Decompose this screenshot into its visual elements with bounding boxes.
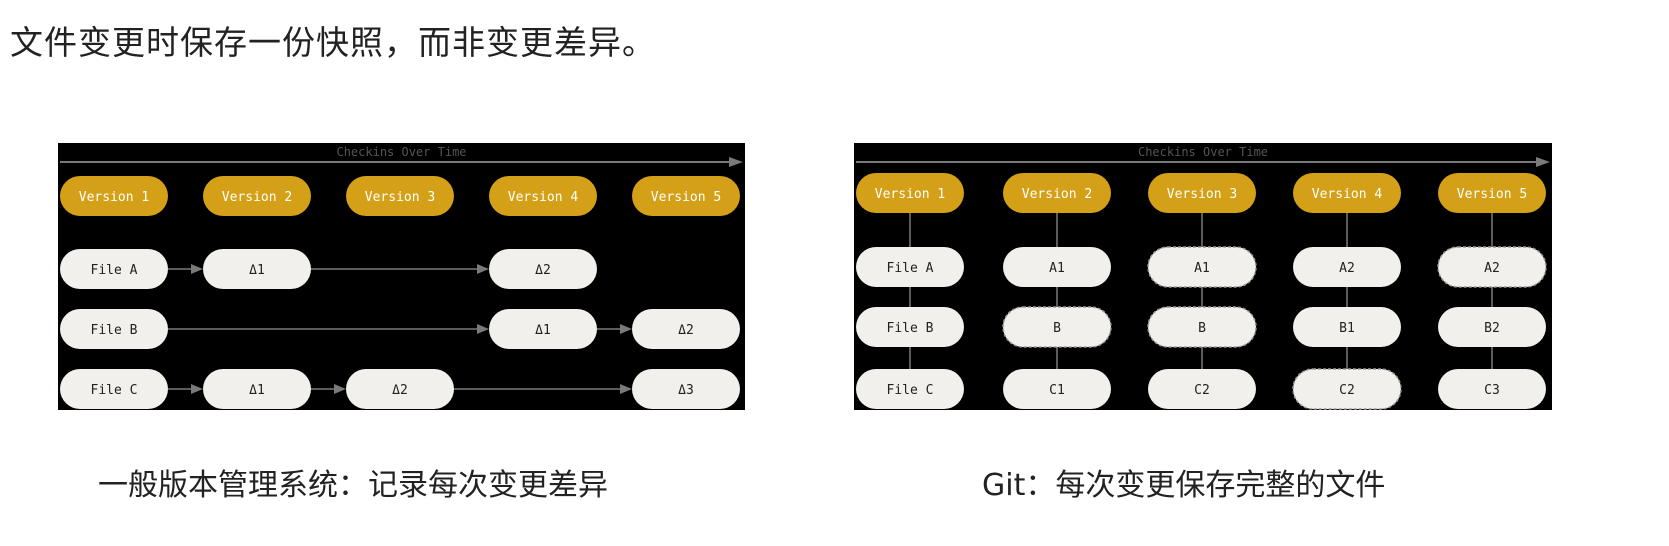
file-node-label: File C — [887, 383, 934, 398]
file-reference-node — [1147, 306, 1257, 348]
arrow-head-icon — [191, 384, 203, 394]
file-node — [856, 307, 964, 347]
file-node-label: A2 — [1339, 261, 1355, 276]
file-node — [203, 369, 311, 409]
file-node-label: Δ3 — [678, 383, 694, 398]
file-node-label: C1 — [1049, 383, 1065, 398]
file-reference-node — [1292, 368, 1402, 410]
file-reference-node — [1437, 246, 1547, 288]
file-node — [203, 249, 311, 289]
slide-title: 文件变更时保存一份快照，而非变更差异。 — [10, 23, 656, 62]
file-node — [1438, 369, 1546, 409]
file-node-label: C2 — [1194, 383, 1210, 398]
timeline-arrow-icon — [729, 157, 743, 167]
file-node-label: Δ2 — [392, 383, 408, 398]
arrow-head-icon — [620, 324, 632, 334]
file-node-label: File B — [91, 323, 138, 338]
version-node — [856, 173, 964, 213]
right-caption: Git：每次变更保存完整的文件 — [982, 468, 1386, 503]
version-node — [1438, 173, 1546, 213]
file-node-label: B2 — [1484, 321, 1500, 336]
file-node-label: Δ1 — [249, 263, 265, 278]
version-node — [346, 176, 454, 216]
file-node-label: Δ2 — [535, 263, 551, 278]
file-reference-node-label: B — [1198, 321, 1206, 336]
file-node — [346, 369, 454, 409]
version-node — [1003, 173, 1111, 213]
file-node-label: File C — [91, 383, 138, 398]
version-node-label: Version 5 — [1457, 187, 1527, 202]
arrow-head-icon — [477, 264, 489, 274]
version-node — [60, 176, 168, 216]
file-reference-node-label: A1 — [1194, 261, 1210, 276]
version-node — [1148, 173, 1256, 213]
file-node — [1003, 247, 1111, 287]
file-node — [1438, 307, 1546, 347]
file-node — [856, 369, 964, 409]
file-reference-node — [1002, 306, 1112, 348]
version-node-label: Version 3 — [365, 190, 435, 205]
file-node-label: B1 — [1339, 321, 1355, 336]
file-node — [1003, 369, 1111, 409]
version-node — [203, 176, 311, 216]
arrow-head-icon — [191, 264, 203, 274]
left-caption: 一般版本管理系统：记录每次变更差异 — [98, 468, 608, 503]
file-node — [489, 249, 597, 289]
file-node — [60, 369, 168, 409]
file-node — [60, 249, 168, 289]
version-node-label: Version 5 — [651, 190, 721, 205]
version-node-label: Version 2 — [1022, 187, 1092, 202]
file-node — [632, 369, 740, 409]
file-node-label: Δ1 — [249, 383, 265, 398]
header-label: Checkins Over Time — [1138, 145, 1268, 159]
file-node-label: File A — [887, 261, 934, 276]
file-reference-node — [1147, 246, 1257, 288]
file-node — [489, 309, 597, 349]
version-node-label: Version 3 — [1167, 187, 1237, 202]
file-node-label: File A — [91, 263, 138, 278]
header-label: Checkins Over Time — [336, 145, 466, 159]
file-node — [1293, 247, 1401, 287]
version-node — [489, 176, 597, 216]
version-node-label: Version 4 — [508, 190, 579, 205]
file-node-label: Δ1 — [535, 323, 551, 338]
version-node — [632, 176, 740, 216]
version-node-label: Version 1 — [79, 190, 149, 205]
arrow-head-icon — [620, 384, 632, 394]
file-node — [1293, 307, 1401, 347]
file-node-label: File B — [887, 321, 934, 336]
file-node — [60, 309, 168, 349]
version-node-label: Version 1 — [875, 187, 945, 202]
version-node-label: Version 2 — [222, 190, 292, 205]
timeline-arrow-icon — [1536, 157, 1550, 167]
arrow-head-icon — [477, 324, 489, 334]
file-reference-node-label: B — [1053, 321, 1061, 336]
file-node — [632, 309, 740, 349]
arrow-head-icon — [334, 384, 346, 394]
file-reference-node-label: A2 — [1484, 261, 1500, 276]
file-node-label: C3 — [1484, 383, 1500, 398]
version-node-label: Version 4 — [1312, 187, 1383, 202]
file-node-label: Δ2 — [678, 323, 694, 338]
file-node — [1148, 369, 1256, 409]
version-node — [1293, 173, 1401, 213]
file-reference-node-label: C2 — [1339, 383, 1355, 398]
file-node — [856, 247, 964, 287]
file-node-label: A1 — [1049, 261, 1065, 276]
